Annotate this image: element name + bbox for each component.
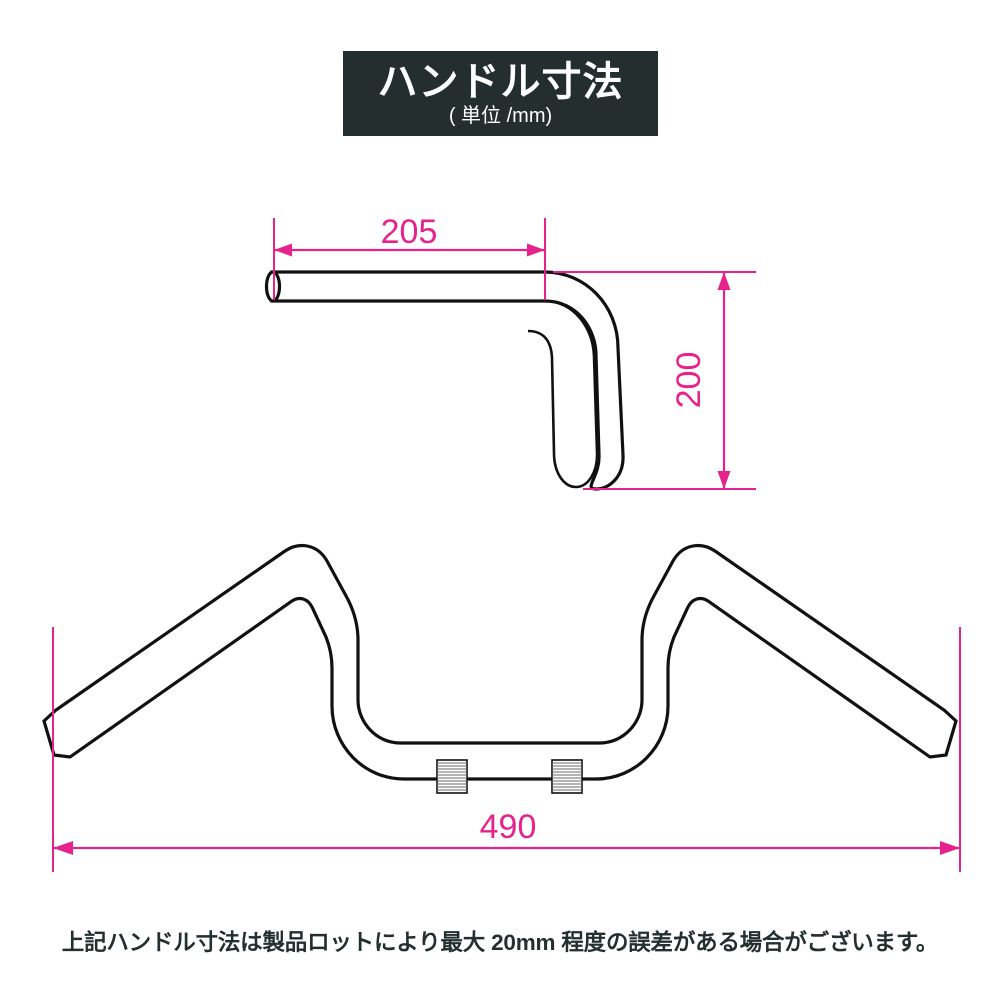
side-view-tube-outline xyxy=(270,270,625,491)
dimension-205: 205 xyxy=(273,213,546,300)
front-view-knurl-right-lines xyxy=(552,762,582,791)
dimension-490-arrow-left xyxy=(53,841,73,855)
dimension-490: 490 xyxy=(52,627,961,872)
dimension-205-label: 205 xyxy=(381,213,438,251)
dimension-200-arrow-top xyxy=(717,272,731,290)
front-view-knurl-right-box xyxy=(551,759,583,794)
title-banner: ハンドル寸法 ( 単位 /mm) xyxy=(343,51,658,136)
page-subtitle: ( 単位 /mm) xyxy=(448,105,553,128)
dimension-490-arrow-right xyxy=(940,841,960,855)
dimension-200: 200 xyxy=(553,271,756,490)
side-view-bend-inner-wall xyxy=(272,299,599,489)
front-view-handlebar xyxy=(42,543,958,794)
dimension-205-arrow-right xyxy=(527,243,545,257)
page-title: ハンドル寸法 xyxy=(377,59,624,104)
front-view-knurl-left-box xyxy=(436,759,468,794)
front-view-knurl-left-lines xyxy=(437,762,467,791)
dimension-200-arrow-bottom xyxy=(717,471,731,489)
dimension-490-label: 490 xyxy=(480,808,537,846)
dimension-205-arrow-left xyxy=(274,243,292,257)
front-view-knurl-left xyxy=(436,759,468,794)
front-view-knurl-right xyxy=(551,759,583,794)
dimension-200-label: 200 xyxy=(670,352,708,409)
side-view-handlebar xyxy=(264,270,625,491)
front-view-tube-outline xyxy=(42,543,958,781)
tolerance-note: 上記ハンドル寸法は製品ロットにより最大 20mm 程度の誤差がある場合がございま… xyxy=(61,930,939,955)
